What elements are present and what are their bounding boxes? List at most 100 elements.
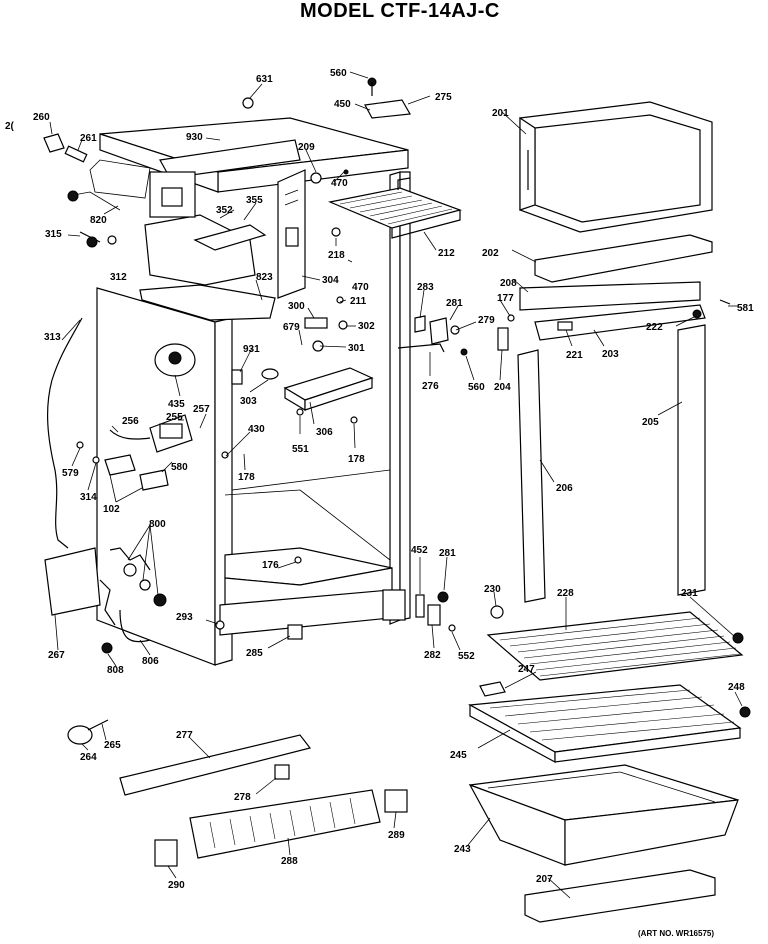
label-301: 301 [348, 343, 365, 354]
grille [189, 789, 381, 859]
label-207: 207 [536, 874, 553, 885]
shelf-rail [534, 304, 706, 341]
label-355: 355 [246, 195, 263, 206]
label-228: 228 [557, 588, 574, 599]
label-282: 282 [424, 650, 441, 661]
trim-strip [519, 281, 701, 311]
control-board [104, 414, 193, 491]
label-178b: 178 [238, 472, 255, 483]
label-211: 211 [350, 296, 367, 307]
door-panel [677, 324, 706, 596]
label-579: 579 [62, 468, 79, 479]
freezer-door [519, 101, 713, 283]
compressor-bracket [44, 547, 101, 616]
grille-clip-right [384, 789, 408, 813]
label-230: 230 [484, 584, 501, 595]
door-bar [524, 869, 716, 923]
label-203: 203 [602, 349, 619, 360]
label-204: 204 [494, 382, 511, 393]
label-450: 450 [334, 99, 351, 110]
label-303: 303 [240, 396, 257, 407]
label-206: 206 [556, 483, 573, 494]
label-261: 261 [80, 133, 97, 144]
label-581: 581 [737, 303, 754, 314]
label-283: 283 [417, 282, 434, 293]
rail-clip [557, 321, 573, 331]
evaporator-assembly [67, 159, 276, 321]
label-306: 306 [316, 427, 333, 438]
label-176: 176 [262, 560, 279, 571]
label-806: 806 [142, 656, 159, 667]
cabinet-top [99, 117, 409, 193]
label-314: 314 [80, 492, 97, 503]
label-281: 281 [446, 298, 463, 309]
meat-pan [283, 367, 374, 412]
art-number: (ART NO. WR16575) [638, 929, 715, 938]
label-267: 267 [48, 650, 65, 661]
label-277: 277 [176, 730, 193, 741]
control-housing [277, 169, 306, 299]
refrigerant-tube [46, 317, 83, 549]
label-201: 201 [492, 108, 509, 119]
label-452: 452 [411, 545, 428, 556]
label-275: 275 [435, 92, 452, 103]
label-208: 208 [500, 278, 517, 289]
label-212: 212 [438, 248, 455, 259]
part-number-labels: 631 560 450 275 201 260 2( 261 930 209 4… [5, 68, 754, 891]
label-248: 248 [728, 682, 745, 693]
label-260: 260 [33, 112, 50, 123]
label-580: 580 [171, 462, 188, 473]
label-631: 631 [256, 74, 273, 85]
leader-lines [49, 71, 743, 899]
label-290: 290 [168, 880, 185, 891]
label-281b: 281 [439, 548, 456, 559]
label-279: 279 [478, 315, 495, 326]
grille-clip-left [154, 839, 178, 867]
label-245: 245 [450, 750, 467, 761]
label-313: 313 [44, 332, 61, 343]
label-931: 931 [243, 344, 260, 355]
label-205: 205 [642, 417, 659, 428]
wiring-harness [99, 547, 167, 643]
light-socket [154, 343, 196, 377]
label-430: 430 [248, 424, 265, 435]
label-178a: 178 [348, 454, 365, 465]
label-300: 300 [288, 301, 305, 312]
freezer-shelf [327, 177, 462, 239]
label-312: 312 [110, 272, 127, 283]
label-255: 255 [166, 412, 183, 423]
label-278: 278 [234, 792, 251, 803]
hardware [43, 77, 751, 780]
label-265: 265 [104, 740, 121, 751]
label-177: 177 [497, 293, 514, 304]
base-trim [119, 734, 312, 796]
label-264: 264 [80, 752, 97, 763]
label-435: 435 [168, 399, 185, 410]
label-293: 293 [176, 612, 193, 623]
crisper-pan [468, 764, 739, 866]
label-560b: 560 [468, 382, 485, 393]
label-470b: 470 [352, 282, 369, 293]
label-823: 823 [256, 272, 273, 283]
label-302: 302 [358, 321, 375, 332]
label-820: 820 [90, 215, 107, 226]
label-552: 552 [458, 651, 475, 662]
label-470: 470 [331, 178, 348, 189]
label-315: 315 [45, 229, 62, 240]
label-288: 288 [281, 856, 298, 867]
label-800: 800 [149, 519, 166, 530]
label-231: 231 [681, 588, 698, 599]
label-102: 102 [103, 504, 120, 515]
label-276: 276 [422, 381, 439, 392]
label-551: 551 [292, 444, 309, 455]
label-209: 209 [298, 142, 315, 153]
label-352: 352 [216, 205, 233, 216]
label-560: 560 [330, 68, 347, 79]
label-222: 222 [646, 322, 663, 333]
label-257: 257 [193, 404, 210, 415]
label-256: 256 [122, 416, 139, 427]
label-289: 289 [388, 830, 405, 841]
door-liner-strip [517, 349, 546, 603]
crisper-cover [468, 684, 742, 764]
